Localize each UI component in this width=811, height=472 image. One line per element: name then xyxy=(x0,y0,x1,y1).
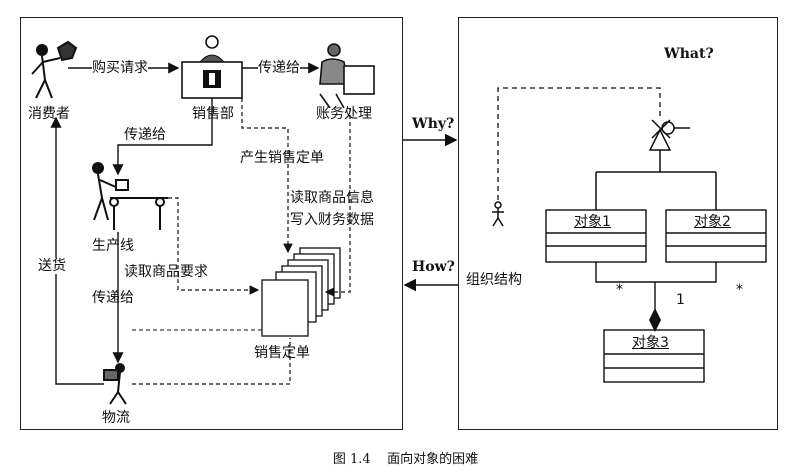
how-label: How? xyxy=(412,259,455,275)
accounting-figure-icon xyxy=(319,43,375,109)
logistics-figure-icon xyxy=(103,363,127,405)
sales-desk-icon xyxy=(181,35,243,99)
object1-class-box xyxy=(545,209,647,263)
read-info-label-2: 写入财务数据 xyxy=(290,212,374,228)
read-info-label-1: 读取商品信息 xyxy=(290,190,374,206)
logistics-order-dashed xyxy=(132,338,291,385)
production-line-icon xyxy=(92,162,168,230)
multiplicity-right: * xyxy=(736,282,743,298)
sales-order-documents-icon xyxy=(261,247,341,337)
purchase-request-label: 购买请求 xyxy=(92,60,148,76)
why-label: Why? xyxy=(412,116,455,132)
figure-number: 图 1.4 xyxy=(332,452,371,467)
what-label: What? xyxy=(664,46,714,62)
generate-order-dashed xyxy=(241,98,293,254)
left-panel xyxy=(20,17,403,430)
figure-title: 面向对象的困难 xyxy=(387,452,479,467)
pass-to-label-3: 传递给 xyxy=(92,290,134,306)
sales-dept-label: 销售部 xyxy=(192,106,234,122)
production-line-label: 生产线 xyxy=(92,238,134,254)
multiplicity-one: 1 xyxy=(676,292,685,308)
composition-diamond-icon xyxy=(649,308,661,332)
right-panel xyxy=(458,17,778,430)
consumer-figure-icon xyxy=(31,40,78,99)
object3-class-box xyxy=(603,329,705,383)
org-figure-icon xyxy=(492,201,504,227)
org-structure-label: 组织结构 xyxy=(466,272,522,288)
accounting-label: 账务处理 xyxy=(316,106,372,122)
multiplicity-left: * xyxy=(616,282,623,298)
what-dashed-line xyxy=(497,87,661,200)
generalization-triangle-icon xyxy=(595,119,717,210)
object2-class-box xyxy=(665,209,767,263)
consumer-label: 消费者 xyxy=(28,106,70,122)
object3-label: 对象3 xyxy=(632,335,669,351)
sales-order-label: 销售定单 xyxy=(254,345,310,361)
figure-caption: 图 1.4 面向对象的困难 xyxy=(0,448,811,467)
read-requirements-dashed xyxy=(168,197,260,295)
pass-to-label-2: 传递给 xyxy=(124,127,166,143)
read-requirements-label: 读取商品要求 xyxy=(124,264,208,280)
composition-line xyxy=(595,262,717,283)
object1-label: 对象1 xyxy=(574,214,611,230)
delivery-label: 送货 xyxy=(38,258,66,274)
delivery-arrow xyxy=(50,116,104,385)
generate-order-label: 产生销售定单 xyxy=(240,150,324,166)
read-info-dashed xyxy=(324,108,351,297)
pass-to-production-arrow xyxy=(112,98,213,176)
pass-to-label-1: 传递给 xyxy=(258,60,300,76)
logistics-label: 物流 xyxy=(102,410,130,426)
object2-label: 对象2 xyxy=(694,214,731,230)
